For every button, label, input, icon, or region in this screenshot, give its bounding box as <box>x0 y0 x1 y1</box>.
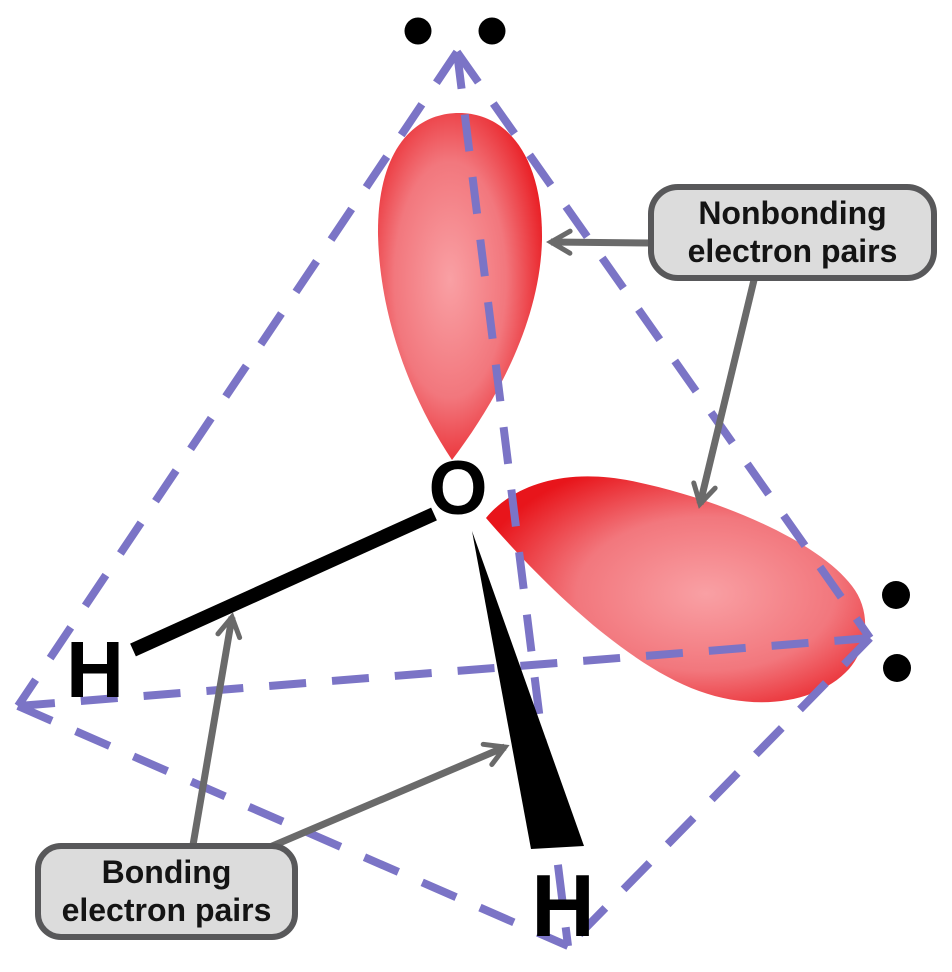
arrow-nonbonding-to-top-lobe <box>546 228 653 256</box>
oxygen-atom-label: O <box>428 446 487 531</box>
electron-dot-right-1 <box>882 581 910 609</box>
nonbonding-callout: Nonbonding electron pairs <box>648 184 937 281</box>
tetrahedron-edge-top-left <box>14 49 461 709</box>
bond-o-h-wedge <box>472 531 584 849</box>
tetrahedron-outline <box>14 49 874 950</box>
bonding-callout: Bonding electron pairs <box>35 843 298 940</box>
arrow-bonding-to-left-bond <box>189 612 243 846</box>
tetrahedron-edge-left-right <box>17 634 871 710</box>
bonding-callout-line2: electron pairs <box>61 891 272 928</box>
electron-dot-top-1 <box>404 17 432 45</box>
tetrahedron-edge-top-right <box>453 49 874 641</box>
molecule-ink: O H H <box>66 17 911 955</box>
bonding-callout-line1: Bonding <box>101 854 232 891</box>
tetrahedron-edge-right-bottom <box>565 635 873 949</box>
hydrogen-bottom-label: H <box>531 856 595 955</box>
nonbonding-callout-line2: electron pairs <box>687 232 898 269</box>
nonbonding-callout-line1: Nonbonding <box>698 195 887 232</box>
nonbonding-lobe-top <box>377 113 543 460</box>
arrow-nonbonding-to-right-lobe <box>691 279 758 509</box>
tetrahedron-edge-top-bottom <box>453 51 572 947</box>
bond-o-h-left <box>130 507 437 657</box>
hydrogen-left-label: H <box>66 625 124 714</box>
electron-dot-top-2 <box>478 17 506 45</box>
annotation-arrows <box>189 228 758 851</box>
arrow-bonding-to-wedge-bond <box>268 741 510 851</box>
electron-dot-right-2 <box>883 654 911 682</box>
nonbonding-lobe-right <box>486 476 866 703</box>
